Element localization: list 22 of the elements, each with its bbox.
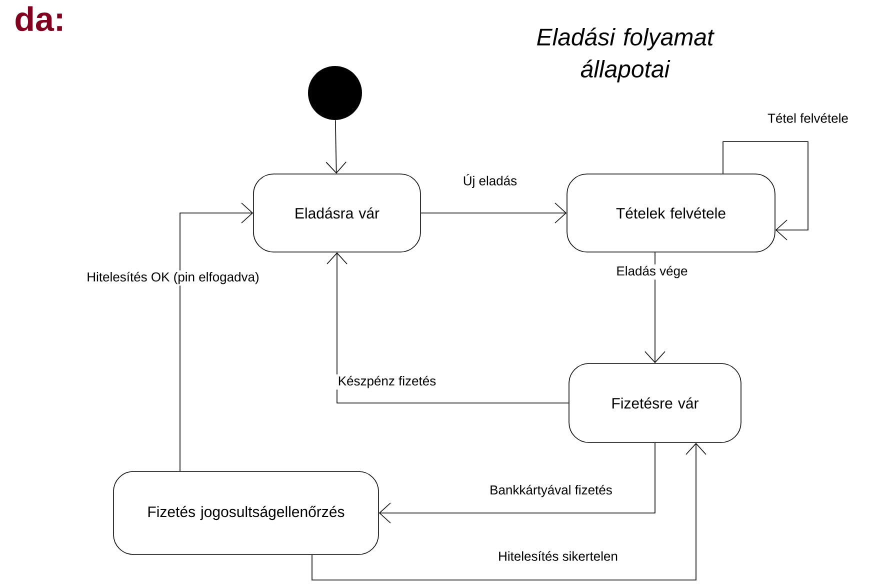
self-loop-arrow bbox=[722, 141, 808, 240]
edge-label: Új eladás bbox=[461, 172, 519, 190]
edge-label: Eladás vége bbox=[614, 264, 690, 280]
edge-label: Hitelesítés sikertelen bbox=[496, 550, 620, 562]
transition-arrow bbox=[420, 202, 567, 224]
transition-arrow bbox=[378, 442, 656, 524]
state-box: Fizetésre vár bbox=[568, 363, 742, 443]
transition-arrow bbox=[326, 252, 569, 404]
transition-arrow bbox=[644, 252, 666, 364]
transition-arrow bbox=[180, 202, 254, 472]
initial-state-dot bbox=[308, 66, 362, 120]
edge-label: Tétel felvétele bbox=[766, 112, 850, 124]
edge-label: Bankkártyával fizetés bbox=[488, 483, 614, 499]
state-box: Tételek felvétele bbox=[566, 174, 776, 252]
state-box: Eladásra vár bbox=[253, 174, 421, 252]
state-box: Fizetés jogosultságellenőrzés bbox=[113, 471, 379, 555]
transition-arrow bbox=[312, 442, 706, 580]
transition-arrow bbox=[326, 120, 347, 174]
heading-fragment: da: bbox=[16, 6, 62, 32]
edge-label: Hitelesítés OK (pin elfogadva) bbox=[85, 270, 261, 286]
edge-label: Készpénz fizetés bbox=[336, 374, 438, 390]
diagram-title: Eladási folyamat állapotai bbox=[537, 28, 714, 82]
